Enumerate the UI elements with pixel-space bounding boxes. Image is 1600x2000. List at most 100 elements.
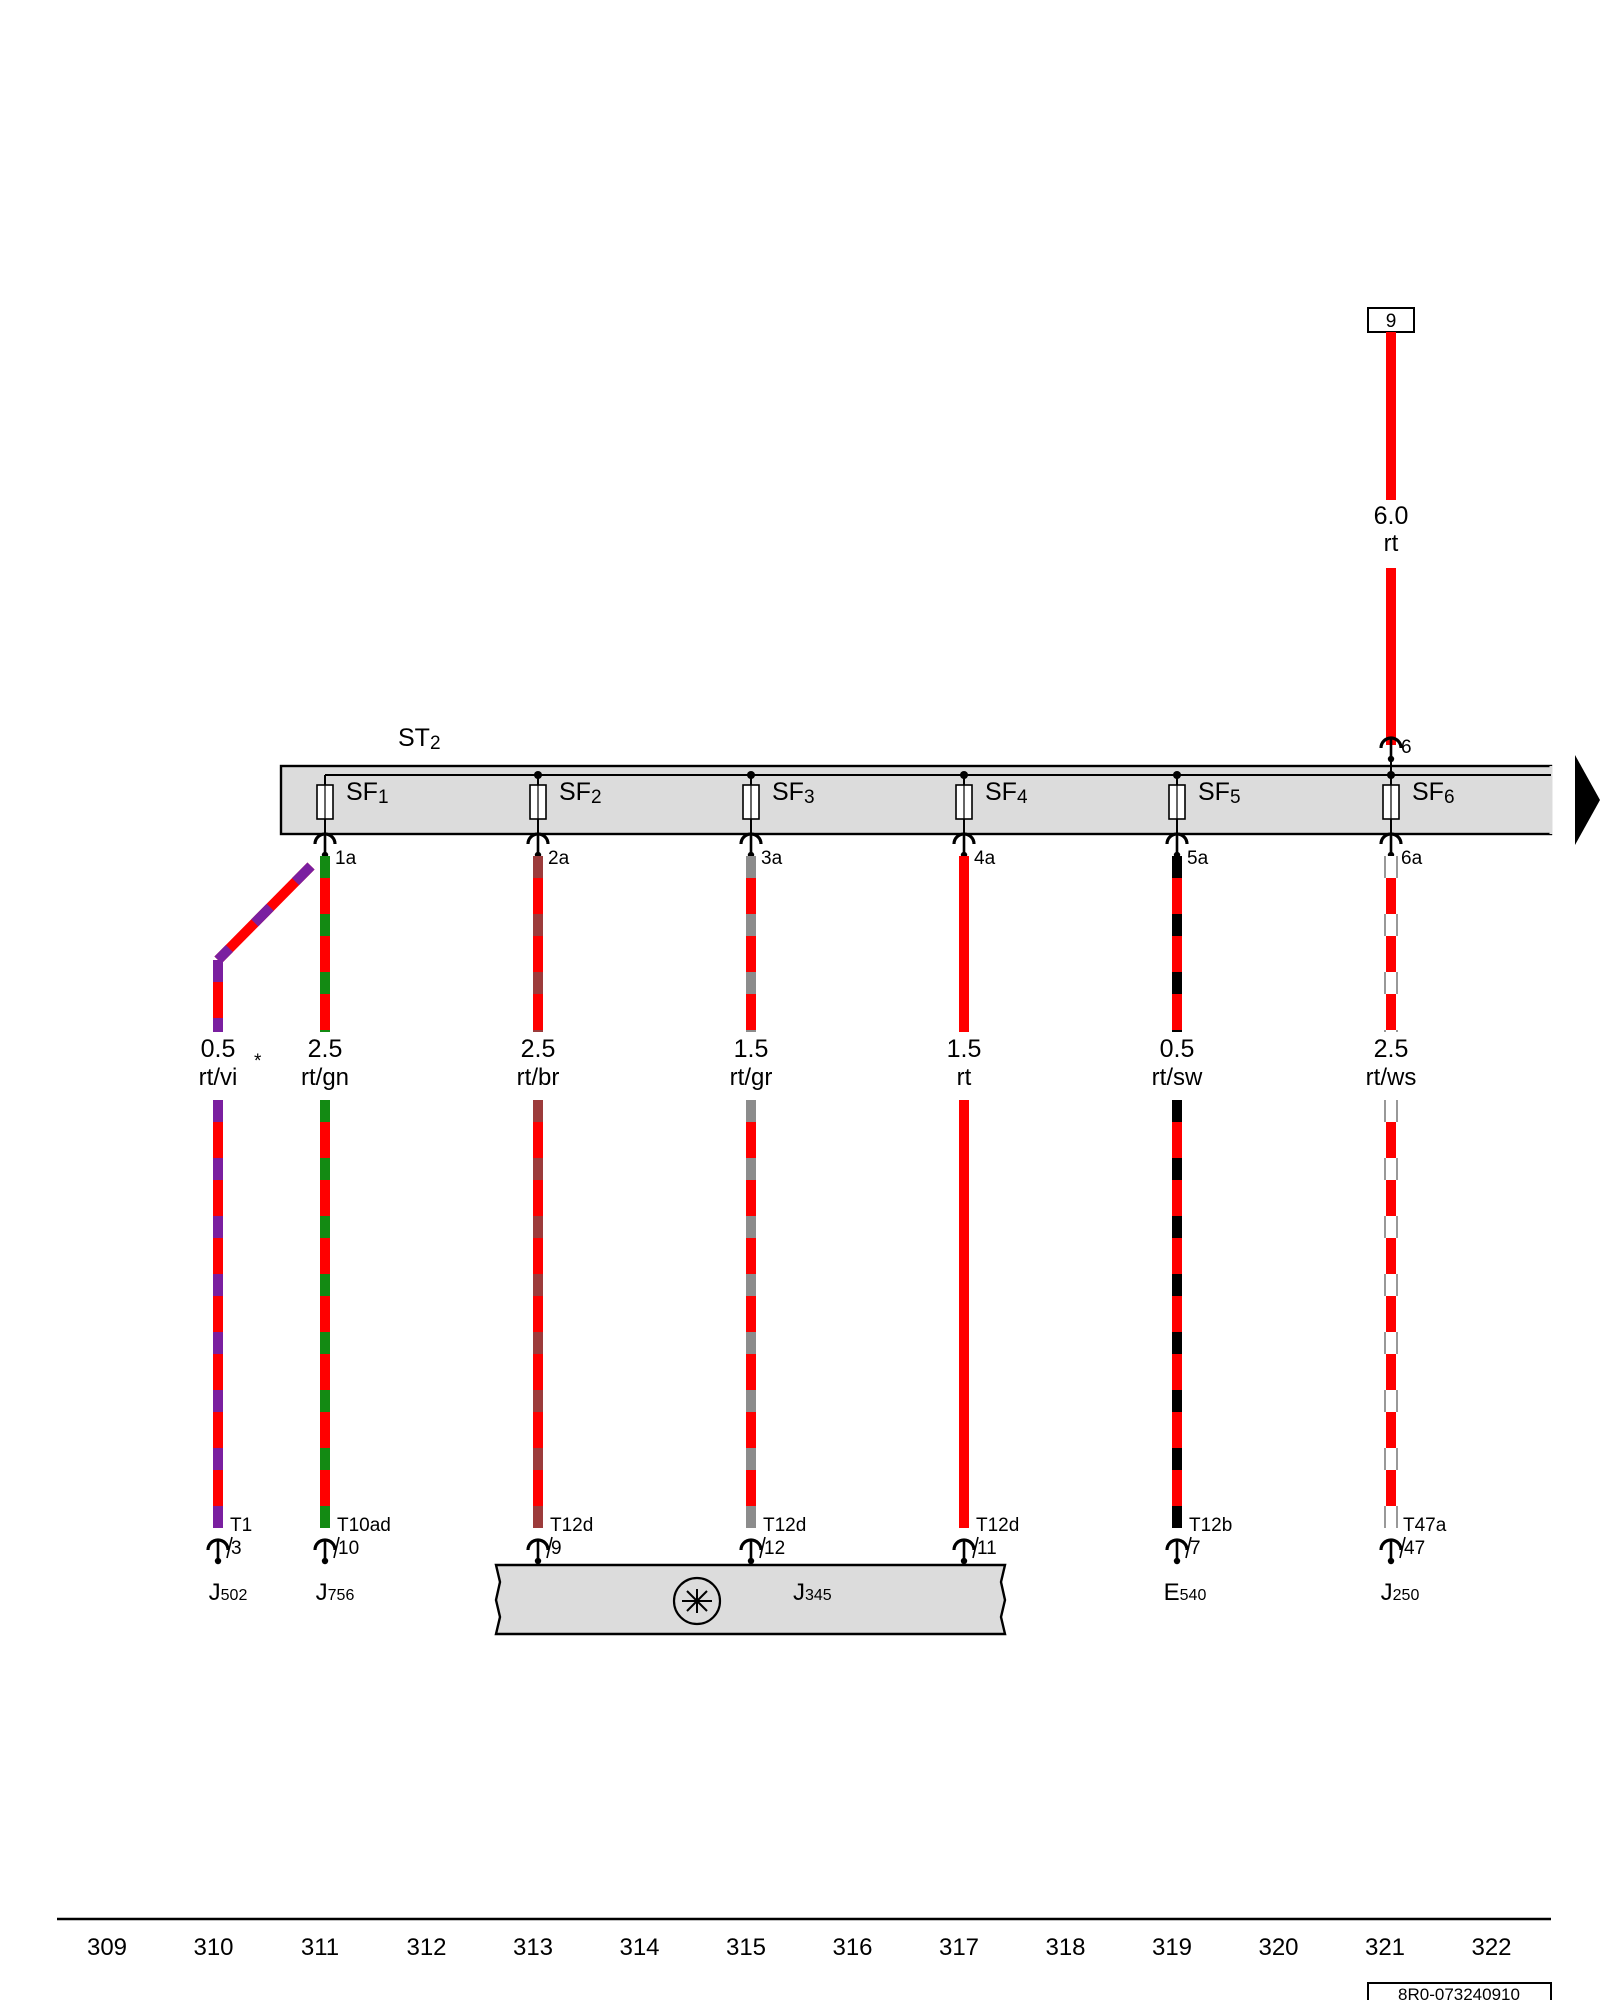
- wire-pin: 12: [764, 1538, 785, 1559]
- fuse-out-pin: 2a: [548, 848, 570, 869]
- footer-column-number: 309: [87, 1934, 127, 1961]
- footer-column-number: 311: [301, 1934, 339, 1961]
- component-label: J502: [209, 1579, 248, 1606]
- feed-wire: 6.0 rt 6: [1374, 332, 1412, 764]
- footer-column-number: 312: [406, 1934, 446, 1961]
- fuse-out-pin-symbol: [1379, 832, 1403, 860]
- connector-9: 9: [1367, 307, 1415, 333]
- fuse-sf2: SF2 2a: [526, 775, 602, 869]
- fuse-label: SF6: [1412, 778, 1455, 808]
- wire-color-code: rt: [957, 1064, 972, 1091]
- footer-column-number: 321: [1365, 1934, 1405, 1961]
- footer-column-number: 317: [939, 1934, 979, 1961]
- wire-pin: 7: [1190, 1538, 1201, 1559]
- footer-column-number: 315: [726, 1934, 766, 1961]
- terminal-pin-symbol: [739, 1538, 763, 1566]
- wire-pin: 3: [231, 1538, 242, 1559]
- wire-connector: T1: [230, 1515, 252, 1536]
- wire-connector: T12d: [763, 1515, 806, 1536]
- wire-color-code: rt/vi: [199, 1064, 238, 1091]
- wire-color-code: rt/gn: [301, 1064, 349, 1091]
- terminal-pin-symbol: [313, 1538, 337, 1566]
- wire-connector: T10ad: [337, 1515, 391, 1536]
- wire-gauge: 1.5: [734, 1035, 769, 1063]
- footer-column-number: 316: [832, 1934, 872, 1961]
- fuse-out-pin-symbol: [1165, 832, 1189, 860]
- wire-color-code: rt/ws: [1366, 1064, 1417, 1091]
- component-label: J250: [1381, 1579, 1420, 1606]
- fuse-label: SF1: [346, 778, 389, 808]
- fuse-sf4: SF4 4a: [952, 775, 1028, 869]
- control-unit-label: J345: [793, 1579, 832, 1606]
- fuse-out-pin: 5a: [1187, 848, 1209, 869]
- fuse-label: SF4: [985, 778, 1028, 808]
- fuse-holder-st2: ST2: [279, 724, 1553, 836]
- footer-column-number: 310: [193, 1934, 233, 1961]
- wire-pin: 47: [1404, 1538, 1425, 1559]
- wire-color-code: rt/br: [517, 1064, 560, 1091]
- fuse-out-pin-symbol: [313, 832, 337, 860]
- fuses: SF1 1a SF2 2a SF3 3a SF4 4a SF5 5a SF6 6a: [313, 775, 1455, 869]
- feed-wire-pin: 6: [1401, 737, 1412, 758]
- wire-pin: 10: [338, 1538, 359, 1559]
- fuse-out-pin-symbol: [526, 832, 550, 860]
- component-label: E540: [1164, 1579, 1207, 1606]
- footer-column-number: 322: [1471, 1934, 1511, 1961]
- wire-pin: 11: [977, 1538, 997, 1559]
- footer-columns: 309 310 311 312 313 314 315 316 317 318 319 320 321 3…: [87, 1934, 1512, 1961]
- feed-wire-gauge: 6.0: [1374, 502, 1409, 530]
- component-label: J756: [316, 1579, 355, 1606]
- wire-gauge: 2.5: [308, 1035, 343, 1063]
- footer-column-number: 319: [1152, 1934, 1192, 1961]
- wire-gauge: 2.5: [1374, 1035, 1409, 1063]
- fuse-out-pin: 6a: [1401, 848, 1423, 869]
- wire-color-code: rt/gr: [730, 1064, 773, 1091]
- footer-column-number: 314: [619, 1934, 659, 1961]
- fuse-out-pin-symbol: [739, 832, 763, 860]
- terminal-pin-symbol: [952, 1538, 976, 1566]
- footer-column-number: 313: [513, 1934, 553, 1961]
- control-unit-j345: J345: [494, 1563, 1007, 1636]
- wire-connector: T12d: [550, 1515, 593, 1536]
- terminal-pin-symbol: [526, 1538, 550, 1566]
- fuse-out-pin-symbol: [952, 832, 976, 860]
- fuse-out-pin: 3a: [761, 848, 783, 869]
- wire-gauge: 0.5: [201, 1035, 236, 1063]
- fuse-sf5: SF5 5a: [1165, 775, 1241, 869]
- feed-pin-symbol: [1379, 736, 1403, 764]
- continue-arrow-icon: [1575, 755, 1600, 845]
- feed-wire-color-code: rt: [1384, 530, 1399, 557]
- fuse-label: SF5: [1198, 778, 1241, 808]
- doc-id: 8R0-073240910: [1398, 1985, 1520, 2000]
- fuse-sf6: SF6 6a: [1379, 775, 1455, 869]
- terminal-pin-symbol: [206, 1538, 230, 1566]
- wire-connector: T12b: [1189, 1515, 1232, 1536]
- fuse-out-pin: 1a: [335, 848, 357, 869]
- connector-9-label: 9: [1386, 311, 1397, 332]
- footer-column-number: 320: [1258, 1934, 1298, 1961]
- wire-connector: T12d: [976, 1515, 1019, 1536]
- footer-column-number: 318: [1045, 1934, 1085, 1961]
- fuse-out-pin: 4a: [974, 848, 996, 869]
- terminal-pin-symbol: [1165, 1538, 1189, 1566]
- wire-note: *: [254, 1051, 262, 1072]
- wire-gauge: 0.5: [1160, 1035, 1195, 1063]
- wires: 0.5rt/vi*T13J5022.5rt/gnT10ad10J7562.5rt…: [199, 856, 1447, 1606]
- footer: 309 310 311 312 313 314 315 316 317 318 319 320 321 3…: [57, 1917, 1552, 2000]
- wire-color-code: rt/sw: [1152, 1064, 1203, 1091]
- fuse-holder-label: ST2: [398, 724, 441, 754]
- wire-gauge: 2.5: [521, 1035, 556, 1063]
- fuse-sf1: SF1 1a: [313, 775, 389, 869]
- fuse-label: SF2: [559, 778, 602, 808]
- wire-pin: 9: [551, 1538, 562, 1559]
- wire-gauge: 1.5: [947, 1035, 982, 1063]
- fuse-label: SF3: [772, 778, 815, 808]
